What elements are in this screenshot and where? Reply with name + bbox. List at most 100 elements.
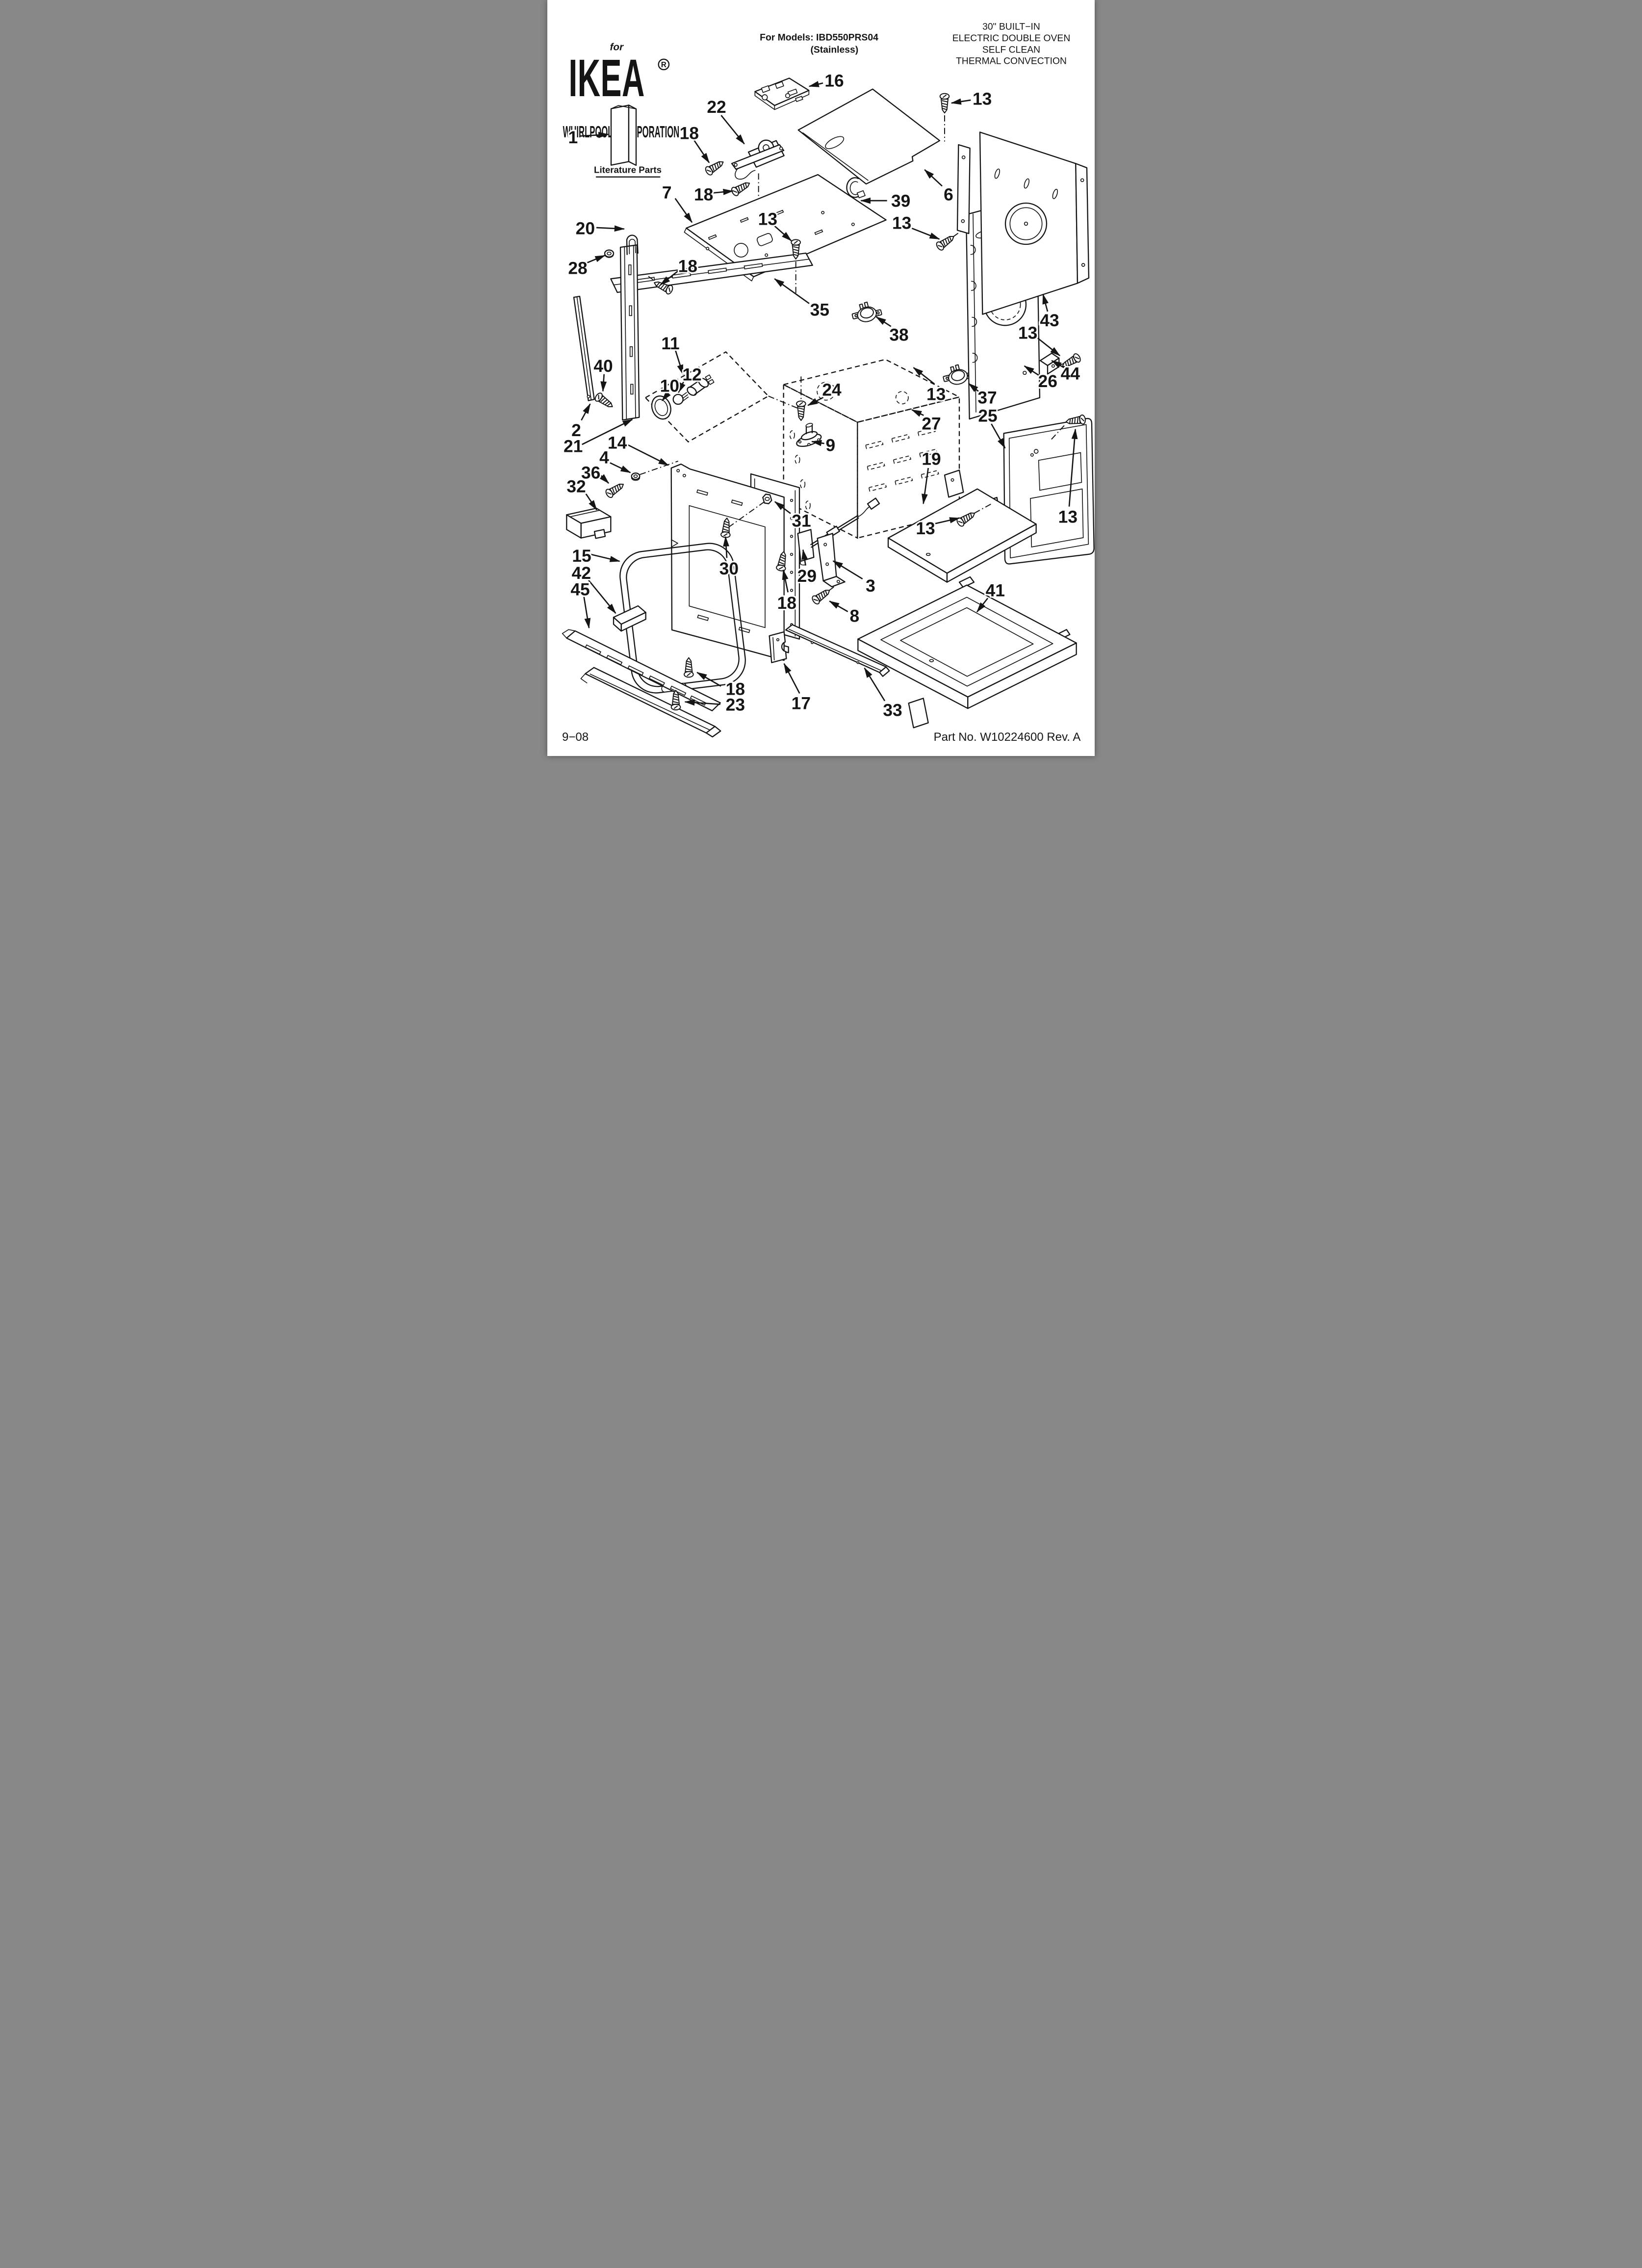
- callout-arrow-41: [976, 598, 989, 613]
- callout-label-38: 38: [889, 325, 908, 344]
- callout-label-42: 42: [572, 564, 591, 583]
- callout-label-22: 22: [707, 98, 726, 117]
- callout-label-21: 21: [564, 437, 583, 456]
- lower-trim-bar: [613, 605, 646, 632]
- light-socket: [687, 374, 715, 396]
- footer-part-number: Part No. W10224600 Rev. A: [934, 730, 1081, 744]
- registered-mark-circle: [658, 58, 670, 71]
- callout-label-30: 30: [719, 559, 739, 578]
- convection-motor: [796, 422, 822, 447]
- callout-arrow-31: [774, 501, 791, 514]
- callout-arrow-4: [610, 462, 631, 473]
- callout-arrow-25: [991, 423, 1006, 449]
- callout-label-29: 29: [797, 567, 817, 586]
- callout-label-28: 28: [568, 259, 587, 278]
- alignment-line: [648, 276, 656, 282]
- hex-nut: [762, 494, 772, 504]
- callout-arrow-18: [660, 269, 680, 286]
- callout-label-39: 39: [891, 192, 910, 211]
- callout-arrow-13: [911, 228, 940, 240]
- control-board: [754, 78, 810, 110]
- callout-arrow-33: [864, 667, 886, 702]
- footer: 9−08 Part No. W10224600 Rev. A: [562, 730, 1080, 744]
- callout-arrow-30: [723, 536, 729, 558]
- callout-label-8: 8: [850, 607, 860, 626]
- callout-label-2: 2: [571, 421, 581, 440]
- callout-label-18: 18: [694, 185, 713, 204]
- vent-trim: [562, 629, 721, 711]
- callout-arrow-35: [774, 278, 810, 304]
- callout-arrow-42: [588, 579, 616, 614]
- callout-arrow-18: [693, 140, 710, 163]
- oven-cavity: [782, 359, 961, 539]
- bushing: [631, 472, 641, 481]
- callout-arrow-2: [581, 403, 591, 421]
- model-line-1: For Models: IBD550PRS04: [760, 33, 878, 43]
- latch-assembly: [731, 139, 785, 244]
- callout-arrow-11: [674, 349, 684, 375]
- callout-arrow-19: [922, 468, 929, 505]
- callout-label-25: 25: [978, 406, 997, 425]
- callout-arrow-13: [1037, 338, 1061, 357]
- side-rail: [619, 244, 640, 421]
- callout-arrow-7: [674, 198, 693, 223]
- callout-arrow-18: [713, 188, 734, 195]
- cavity-louvers: [865, 427, 939, 492]
- callout-arrow-13: [935, 517, 960, 524]
- callout-label-4: 4: [599, 448, 609, 468]
- bottom-front-trim: [580, 667, 721, 738]
- callout-label-14: 14: [608, 434, 627, 453]
- literature-book: [610, 104, 637, 166]
- support-clip: [769, 631, 787, 663]
- description-line-4: THERMAL CONVECTION: [956, 56, 1067, 67]
- callout-label-31: 31: [792, 511, 811, 530]
- callout-arrow-24: [807, 396, 824, 406]
- callout-label-18: 18: [680, 124, 699, 143]
- callout-label-33: 33: [883, 701, 902, 720]
- callout-arrow-27: [911, 409, 924, 417]
- callout-label-13: 13: [973, 89, 992, 108]
- callout-arrow-29: [801, 549, 808, 566]
- callout-label-23: 23: [726, 695, 745, 714]
- callout-arrow-40: [600, 374, 607, 392]
- callout-arrow-13: [774, 225, 792, 241]
- callout-label-19: 19: [922, 450, 941, 469]
- callout-label-45: 45: [570, 580, 590, 600]
- svg-text:IKEA: IKEA: [568, 49, 644, 107]
- callout-arrow-26: [1024, 365, 1040, 376]
- callout-arrow-13: [913, 367, 935, 385]
- callout-label-13: 13: [1058, 507, 1078, 526]
- bottom-pan: [857, 576, 1077, 729]
- callout-label-27: 27: [922, 415, 941, 434]
- support-bracket: [817, 533, 846, 591]
- light-assembly: [644, 351, 803, 443]
- top-rear-cover: [797, 88, 941, 185]
- callout-label-41: 41: [986, 581, 1005, 600]
- callout-arrow-18: [696, 672, 721, 687]
- callout-label-13: 13: [892, 214, 911, 233]
- callout-arrow-15: [590, 553, 620, 562]
- callout-arrow-37: [968, 383, 979, 392]
- callout-label-40: 40: [593, 357, 613, 376]
- logo-for-word: for: [610, 42, 624, 53]
- callout-label-13: 13: [916, 519, 935, 538]
- callout-label-36: 36: [581, 463, 600, 482]
- light-bulb: [672, 392, 689, 405]
- callout-label-44: 44: [1061, 365, 1080, 384]
- callout-arrow-12: [678, 381, 686, 393]
- module-box: [566, 507, 612, 539]
- description-line-2: ELECTRIC DOUBLE OVEN: [952, 33, 1071, 44]
- callout-arrow-21: [582, 418, 633, 445]
- callout-label-26: 26: [1038, 372, 1057, 391]
- callout-label-12: 12: [682, 365, 701, 384]
- callout-label-16: 16: [824, 72, 844, 91]
- parts-catalog-page: for IKEA R by WHIRLPOOL CORPORATION For …: [547, 0, 1095, 756]
- front-frame: [670, 463, 785, 661]
- callout-arrow-18: [782, 569, 789, 593]
- broil-shelf: [887, 469, 1037, 583]
- description-line-3: SELF CLEAN: [982, 45, 1040, 55]
- callout-arrow-10: [661, 391, 671, 401]
- callout-label-13: 13: [1018, 324, 1037, 343]
- bottom-trim: [785, 624, 890, 677]
- callout-label-10: 10: [660, 376, 679, 395]
